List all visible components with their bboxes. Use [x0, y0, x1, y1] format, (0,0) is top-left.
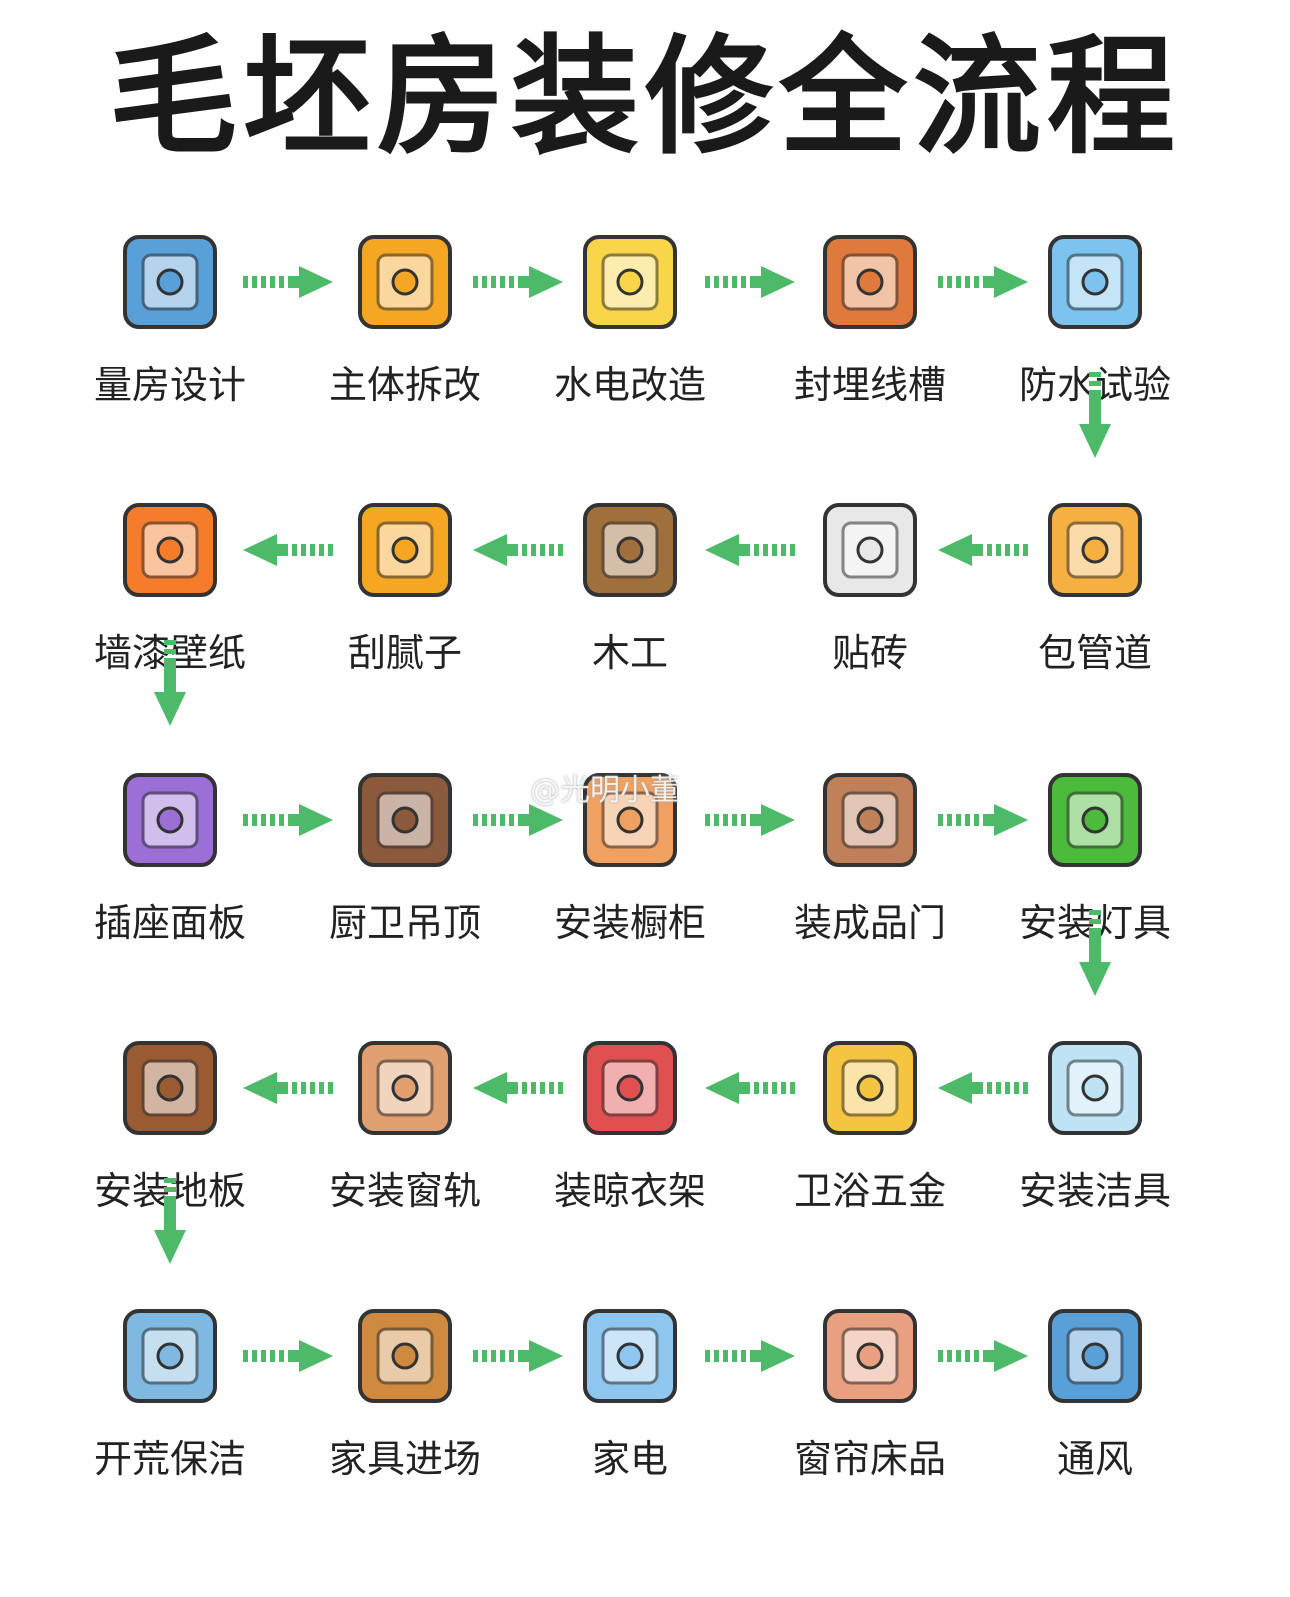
step-3: 水电改造 — [520, 222, 740, 407]
step-label: 装成品门 — [793, 901, 946, 945]
arrow-left-icon — [937, 1072, 1028, 1108]
step-label: 厨卫吊顶 — [328, 901, 481, 945]
drill-icon — [358, 235, 452, 329]
arrow-right-icon — [472, 1340, 563, 1376]
refrigerator-icon — [583, 1309, 677, 1403]
step-label: 家电 — [591, 1437, 668, 1481]
watermark: @光明小董 — [530, 773, 680, 808]
step-20: 安装地板 — [60, 1028, 280, 1213]
toilet-icon — [1048, 1041, 1142, 1135]
arrow-right-icon — [242, 1340, 333, 1376]
shovel-icon — [823, 235, 917, 329]
arrow-right-icon — [937, 804, 1028, 840]
carpenter-icon — [583, 503, 677, 597]
step-5: 防水试验 — [985, 222, 1205, 407]
step-2: 主体拆改 — [295, 222, 515, 407]
arrow-right-icon — [705, 266, 795, 302]
step-4: 封埋线槽 — [760, 222, 980, 407]
socket-icon — [123, 773, 217, 867]
step-label: 主体拆改 — [328, 363, 481, 407]
arrow-right-icon — [705, 1340, 795, 1376]
step-7: 贴砖 — [760, 490, 980, 675]
arrow-left-icon — [472, 534, 563, 570]
step-14: 装成品门 — [760, 760, 980, 945]
step-8: 木工 — [520, 490, 740, 675]
step-17: 卫浴五金 — [760, 1028, 980, 1213]
step-label: 装晾衣架 — [553, 1169, 706, 1213]
step-label: 木工 — [591, 631, 668, 675]
step-6: 包管道 — [985, 490, 1205, 675]
step-label: 包管道 — [1037, 631, 1152, 675]
arrow-right-icon — [937, 266, 1028, 302]
arrow-left-icon — [937, 534, 1028, 570]
page-title: 毛坯房装修全流程 — [108, 22, 1181, 172]
water-drops-icon — [1048, 235, 1142, 329]
cleaner-icon — [123, 1309, 217, 1403]
arrow-right-icon — [242, 804, 333, 840]
step-label: 家具进场 — [328, 1437, 481, 1481]
blueprint-icon — [123, 235, 217, 329]
step-label: 插座面板 — [93, 901, 246, 945]
cabinet-icon — [583, 773, 677, 867]
clothes-rack-icon — [583, 1041, 677, 1135]
parquet-floor-icon — [123, 1041, 217, 1135]
chandelier-icon — [1048, 773, 1142, 867]
step-label: 封埋线槽 — [793, 363, 946, 407]
door-icon — [823, 773, 917, 867]
arrow-left-icon — [472, 1072, 563, 1108]
ventilation-icon — [1048, 1309, 1142, 1403]
step-label: 开荒保洁 — [93, 1437, 246, 1481]
step-11: 插座面板 — [60, 760, 280, 945]
step-1: 量房设计 — [60, 222, 280, 407]
step-19: 安装窗轨 — [295, 1028, 515, 1213]
step-label: 安装窗轨 — [328, 1169, 481, 1213]
arrow-right-icon — [705, 804, 795, 840]
faucet-icon — [823, 1041, 917, 1135]
window-icon — [358, 1041, 452, 1135]
arrow-down-icon — [154, 640, 186, 734]
arrow-left-icon — [242, 534, 333, 570]
step-label: 安装橱柜 — [553, 901, 706, 945]
step-label: 量房设计 — [93, 363, 246, 407]
arrow-down-icon — [1079, 372, 1111, 466]
step-23: 家电 — [520, 1296, 740, 1481]
arrow-right-icon — [937, 1340, 1028, 1376]
step-16: 安装洁具 — [985, 1028, 1205, 1213]
step-label: 贴砖 — [831, 631, 908, 675]
step-22: 家具进场 — [295, 1296, 515, 1481]
step-label: 水电改造 — [553, 363, 706, 407]
tiles-icon — [823, 503, 917, 597]
paint-roller-icon — [358, 503, 452, 597]
step-13: 安装橱柜 — [520, 760, 740, 945]
wardrobe-icon — [358, 1309, 452, 1403]
arrow-left-icon — [242, 1072, 333, 1108]
bed-icon — [823, 1309, 917, 1403]
paint-bucket-icon — [123, 503, 217, 597]
step-label: 刮腻子 — [347, 631, 462, 675]
arrow-left-icon — [705, 534, 795, 570]
step-15: 安装灯具 — [985, 760, 1205, 945]
arrow-right-icon — [472, 266, 563, 302]
step-12: 厨卫吊顶 — [295, 760, 515, 945]
step-label: 窗帘床品 — [793, 1437, 946, 1481]
step-label: 通风 — [1056, 1437, 1133, 1481]
step-18: 装晾衣架 — [520, 1028, 740, 1213]
arrow-down-icon — [154, 1178, 186, 1272]
arrow-down-icon — [1079, 910, 1111, 1004]
arrow-right-icon — [242, 266, 333, 302]
step-24: 窗帘床品 — [760, 1296, 980, 1481]
step-21: 开荒保洁 — [60, 1296, 280, 1481]
step-label: 安装洁具 — [1018, 1169, 1171, 1213]
step-label: 卫浴五金 — [793, 1169, 946, 1213]
light-bulb-icon — [583, 235, 677, 329]
arrow-left-icon — [705, 1072, 795, 1108]
step-9: 刮腻子 — [295, 490, 515, 675]
step-25: 通风 — [985, 1296, 1205, 1481]
arrow-right-icon — [472, 804, 563, 840]
ladder-worker-icon — [358, 773, 452, 867]
plumber-icon — [1048, 503, 1142, 597]
